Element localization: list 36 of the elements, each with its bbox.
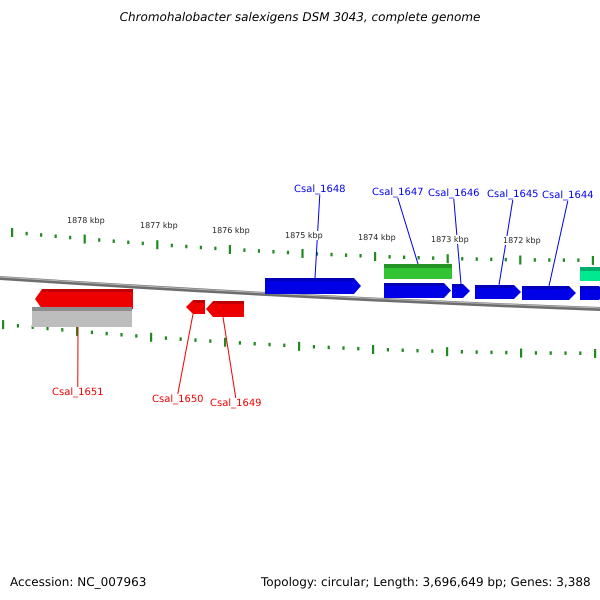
gene-block [522,286,576,300]
leader-line [222,316,236,398]
scale-label: 1877 kbp [140,221,178,230]
scale-label: 1873 kbp [431,235,469,244]
footer-text: Accession: NC_007963 [10,575,146,589]
leader-line [177,314,194,394]
scale-label: 1878 kbp [67,216,105,225]
gene-block [265,278,361,294]
title: Chromohalobacter salexigens DSM 3043, complete genome [118,10,482,24]
gene-block [475,285,521,299]
leader-line [453,198,462,284]
footer-text: Topology: circular; Length: 3,696,649 bp; Genes: 3,388 [261,575,591,589]
gene-label: Csal_1650 [152,394,204,405]
leader-line [548,200,568,286]
gene-block [186,300,205,314]
gene-block [35,289,133,309]
leader-line [397,198,418,264]
leader-line [314,194,320,278]
gene-label: Csal_1645 [487,189,539,200]
gene-bar [580,267,600,281]
gene-label: Csal_1647 [372,187,424,198]
gene-label: Csal_1648 [294,184,346,195]
scale-label: 1875 kbp [285,231,323,240]
gene-label: Csal_1646 [428,188,480,199]
leader-line [77,326,78,388]
gene-label: Csal_1651 [52,387,104,398]
gene-bar [384,264,452,279]
gene-block [580,286,600,300]
gene-block [452,284,470,298]
scale-label: 1872 kbp [503,236,541,245]
gene-label: Csal_1644 [542,190,594,201]
leader-line [498,200,514,286]
gene-label: Csal_1649 [210,398,262,409]
scale-label: 1876 kbp [212,226,250,235]
scale-label: 1874 kbp [358,233,396,242]
gene-bar [32,307,132,327]
